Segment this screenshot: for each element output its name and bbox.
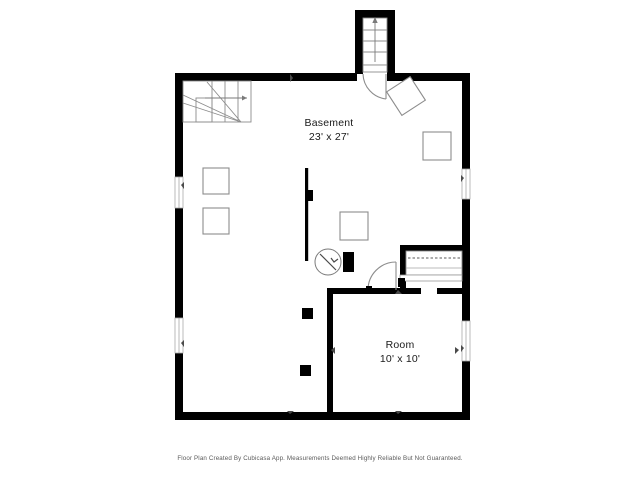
- wall-top-right: [393, 73, 470, 81]
- counter-cabinet: [398, 250, 463, 287]
- window-right-2: [461, 320, 471, 362]
- wall-bottom: [175, 412, 470, 420]
- support-column-1: [302, 308, 313, 319]
- furnace-circle-icon: [314, 248, 342, 276]
- furniture-square-left-1: [202, 167, 230, 195]
- water-heater-block: [343, 252, 354, 272]
- support-column-2: [300, 365, 311, 376]
- wall-room-left: [327, 288, 333, 412]
- wall-alcove-left: [400, 245, 406, 288]
- wall-bumpout-top: [355, 10, 395, 18]
- stair-direction-arrow-icon: [242, 95, 247, 101]
- partition-wall-center: [305, 168, 309, 261]
- window-left-2: [174, 317, 184, 354]
- window-right-1: [461, 168, 471, 200]
- wall-right-upper: [462, 73, 470, 169]
- room-label-room: Room 10' x 10': [380, 339, 420, 365]
- wall-alcove-top: [400, 245, 462, 251]
- counter-end-post: [398, 278, 405, 287]
- interior-walls: [305, 168, 462, 412]
- wall-right-middle: [462, 199, 470, 321]
- wall-right-lower: [462, 361, 470, 420]
- window-left-1: [174, 176, 184, 209]
- partition-wall-stub: [308, 190, 313, 201]
- furniture-square-right: [422, 131, 452, 161]
- wall-left-lower: [175, 353, 183, 420]
- windows: [174, 168, 471, 362]
- entry-door: [362, 73, 387, 100]
- upper-staircase: [362, 17, 388, 73]
- room-label-basement: Basement 23' x 27': [305, 117, 354, 143]
- room-dimensions: 10' x 10': [380, 353, 420, 365]
- wall-room-top-right: [437, 288, 462, 294]
- wall-left-middle: [175, 208, 183, 318]
- wall-bumpout-left: [355, 10, 363, 74]
- furniture-square-rotated: [385, 75, 427, 117]
- room-door: [366, 261, 397, 293]
- room-name: Room: [386, 339, 415, 351]
- wall-top-left: [175, 73, 357, 81]
- furniture-square-left-2: [202, 207, 230, 235]
- furniture-square-center: [339, 211, 369, 241]
- stair-up-arrow-icon: [372, 17, 378, 23]
- wall-room-top-left: [327, 288, 421, 294]
- wall-bumpout-right: [387, 10, 395, 81]
- wall-left-upper: [175, 73, 183, 177]
- exterior-walls: [175, 10, 470, 420]
- basement-dimensions: 23' x 27': [309, 131, 349, 143]
- basement-name: Basement: [305, 117, 354, 129]
- door-jamb-marker: [366, 286, 372, 293]
- winder-staircase: [182, 80, 252, 123]
- dimension-ticks: [181, 74, 464, 414]
- footer-attribution: Floor Plan Created By Cubicasa App. Meas…: [177, 455, 463, 462]
